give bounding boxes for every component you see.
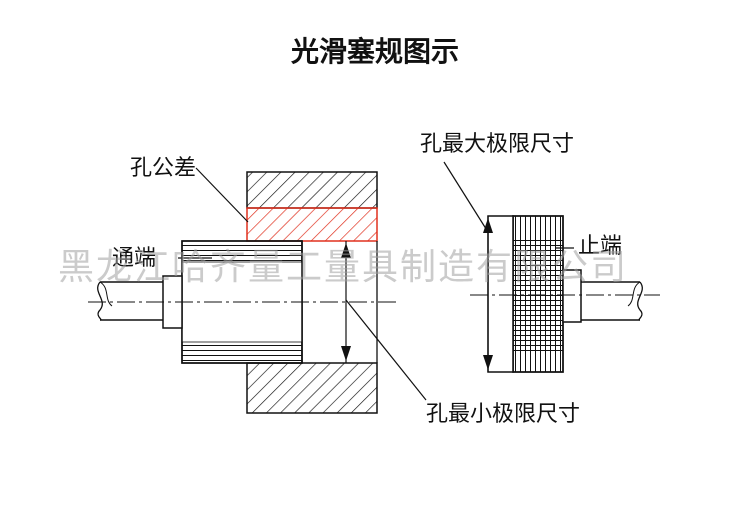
leader-hole-tolerance bbox=[195, 167, 249, 223]
diagram-title: 光滑塞规图示 bbox=[290, 35, 459, 68]
no-go-end-handle bbox=[562, 269, 643, 323]
max-limit-dimension bbox=[483, 216, 493, 372]
workpiece-upper-wall bbox=[246, 171, 378, 209]
watermark-text: 黑龙江哈齐量工量具制造有限公司 bbox=[58, 247, 629, 288]
leader-min-limit bbox=[345, 299, 427, 401]
min-limit-dimension bbox=[341, 241, 351, 363]
label-hole-min-limit: 孔最小极限尺寸 bbox=[426, 402, 581, 427]
hole-tolerance-zone bbox=[246, 207, 378, 242]
leader-max-limit bbox=[443, 161, 489, 233]
workpiece-lower-wall bbox=[246, 362, 378, 414]
label-hole-max-limit: 孔最大极限尺寸 bbox=[420, 132, 575, 157]
go-end-plug bbox=[181, 240, 303, 364]
label-no-go-end: 止端 bbox=[578, 234, 623, 259]
label-go-end: 通端 bbox=[112, 246, 157, 271]
label-hole-tolerance: 孔公差 bbox=[130, 156, 197, 181]
